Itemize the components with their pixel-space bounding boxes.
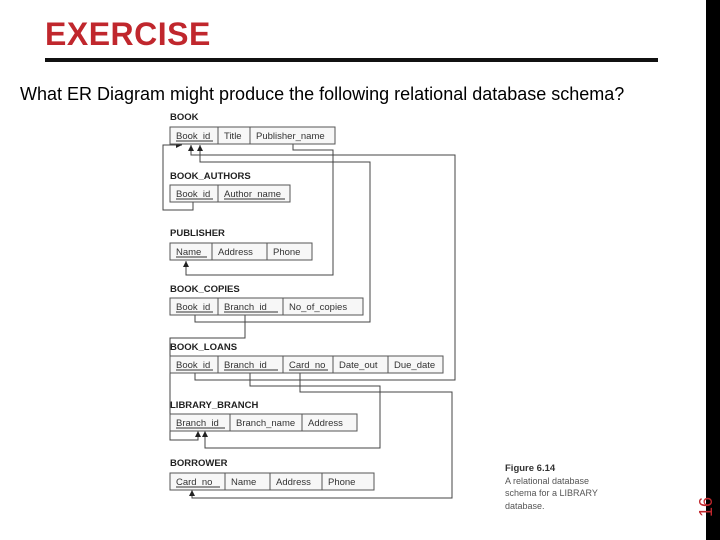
relation-name: BOOK (170, 112, 199, 123)
attribute-cell (266, 242, 313, 261)
attribute-cell (387, 355, 444, 374)
relation-name: BOOK_COPIES (170, 284, 240, 295)
attribute-name: Book_id (176, 360, 210, 371)
attribute-name: Branch_id (224, 360, 267, 371)
attribute-name: Branch_name (236, 418, 295, 429)
title-underline (45, 58, 658, 62)
attribute-name: Branch_id (224, 302, 267, 313)
relation-name: BOOK_LOANS (170, 342, 237, 353)
relation-name: BORROWER (170, 458, 228, 469)
figure-caption: Figure 6.14 A relational database schema… (505, 463, 598, 511)
attribute-cell (249, 126, 336, 145)
attribute-name: Branch_id (176, 418, 219, 429)
relation-name: LIBRARY_BRANCH (170, 400, 258, 411)
slide-title: EXERCISE (45, 16, 211, 52)
attribute-name: Name (176, 247, 201, 258)
foreign-key-arrow (188, 145, 456, 381)
attribute-cell (321, 472, 375, 491)
question-text: What ER Diagram might produce the follow… (20, 84, 625, 104)
relation-book-copies: BOOK_COPIES Book_id Branch_id No_of_copies (169, 284, 364, 316)
caption-line: schema for a LIBRARY (505, 488, 598, 498)
attribute-name: Author_name (224, 189, 281, 200)
attribute-name: Due_date (394, 360, 435, 371)
relations: BOOK Book_id Title Publisher_nameBOOK_AUTHO… (169, 112, 444, 491)
attribute-name: Address (218, 247, 253, 258)
foreign-key-arrow (202, 373, 381, 449)
foreign-key-arrow (189, 373, 453, 499)
relation-borrower: BORROWER Card_no Name Address Phone (169, 458, 375, 491)
attribute-name: Card_no (289, 360, 325, 371)
caption-line: database. (505, 501, 545, 511)
attribute-name: Phone (273, 247, 300, 258)
caption-line: A relational database (505, 476, 589, 486)
foreign-key-arrow (162, 142, 194, 211)
relation-book: BOOK Book_id Title Publisher_name (169, 112, 336, 145)
relation-name: PUBLISHER (170, 228, 225, 239)
attribute-name: Book_id (176, 189, 210, 200)
relation-name: BOOK_AUTHORS (170, 171, 251, 182)
foreign-key-arrow (194, 145, 371, 323)
attribute-name: Publisher_name (256, 131, 325, 142)
foreign-key-arrows (162, 142, 456, 499)
attribute-name: Phone (328, 477, 355, 488)
attribute-name: Book_id (176, 302, 210, 313)
relation-book-loans: BOOK_LOANS Book_id Branch_id Card_no Date_ou… (169, 342, 444, 374)
attribute-cell (217, 184, 291, 203)
attribute-name: Address (308, 418, 343, 429)
attribute-name: No_of_copies (289, 302, 347, 313)
figure-label: Figure 6.14 (505, 463, 556, 474)
attribute-name: Name (231, 477, 256, 488)
attribute-name: Card_no (176, 477, 212, 488)
relation-library-branch: LIBRARY_BRANCH Branch_id Branch_name Addres… (169, 400, 358, 432)
foreign-key-arrow (169, 298, 246, 441)
side-bar (706, 0, 720, 540)
attribute-name: Title (224, 131, 242, 142)
attribute-cell (282, 297, 364, 316)
attribute-name: Book_id (176, 131, 210, 142)
foreign-key-arrow (183, 144, 334, 276)
attribute-cell (301, 413, 358, 432)
attribute-name: Date_out (339, 360, 378, 371)
relation-book-authors: BOOK_AUTHORS Book_id Author_name (169, 171, 291, 203)
relation-publisher: PUBLISHER Name Address Phone (169, 228, 313, 261)
attribute-name: Address (276, 477, 311, 488)
